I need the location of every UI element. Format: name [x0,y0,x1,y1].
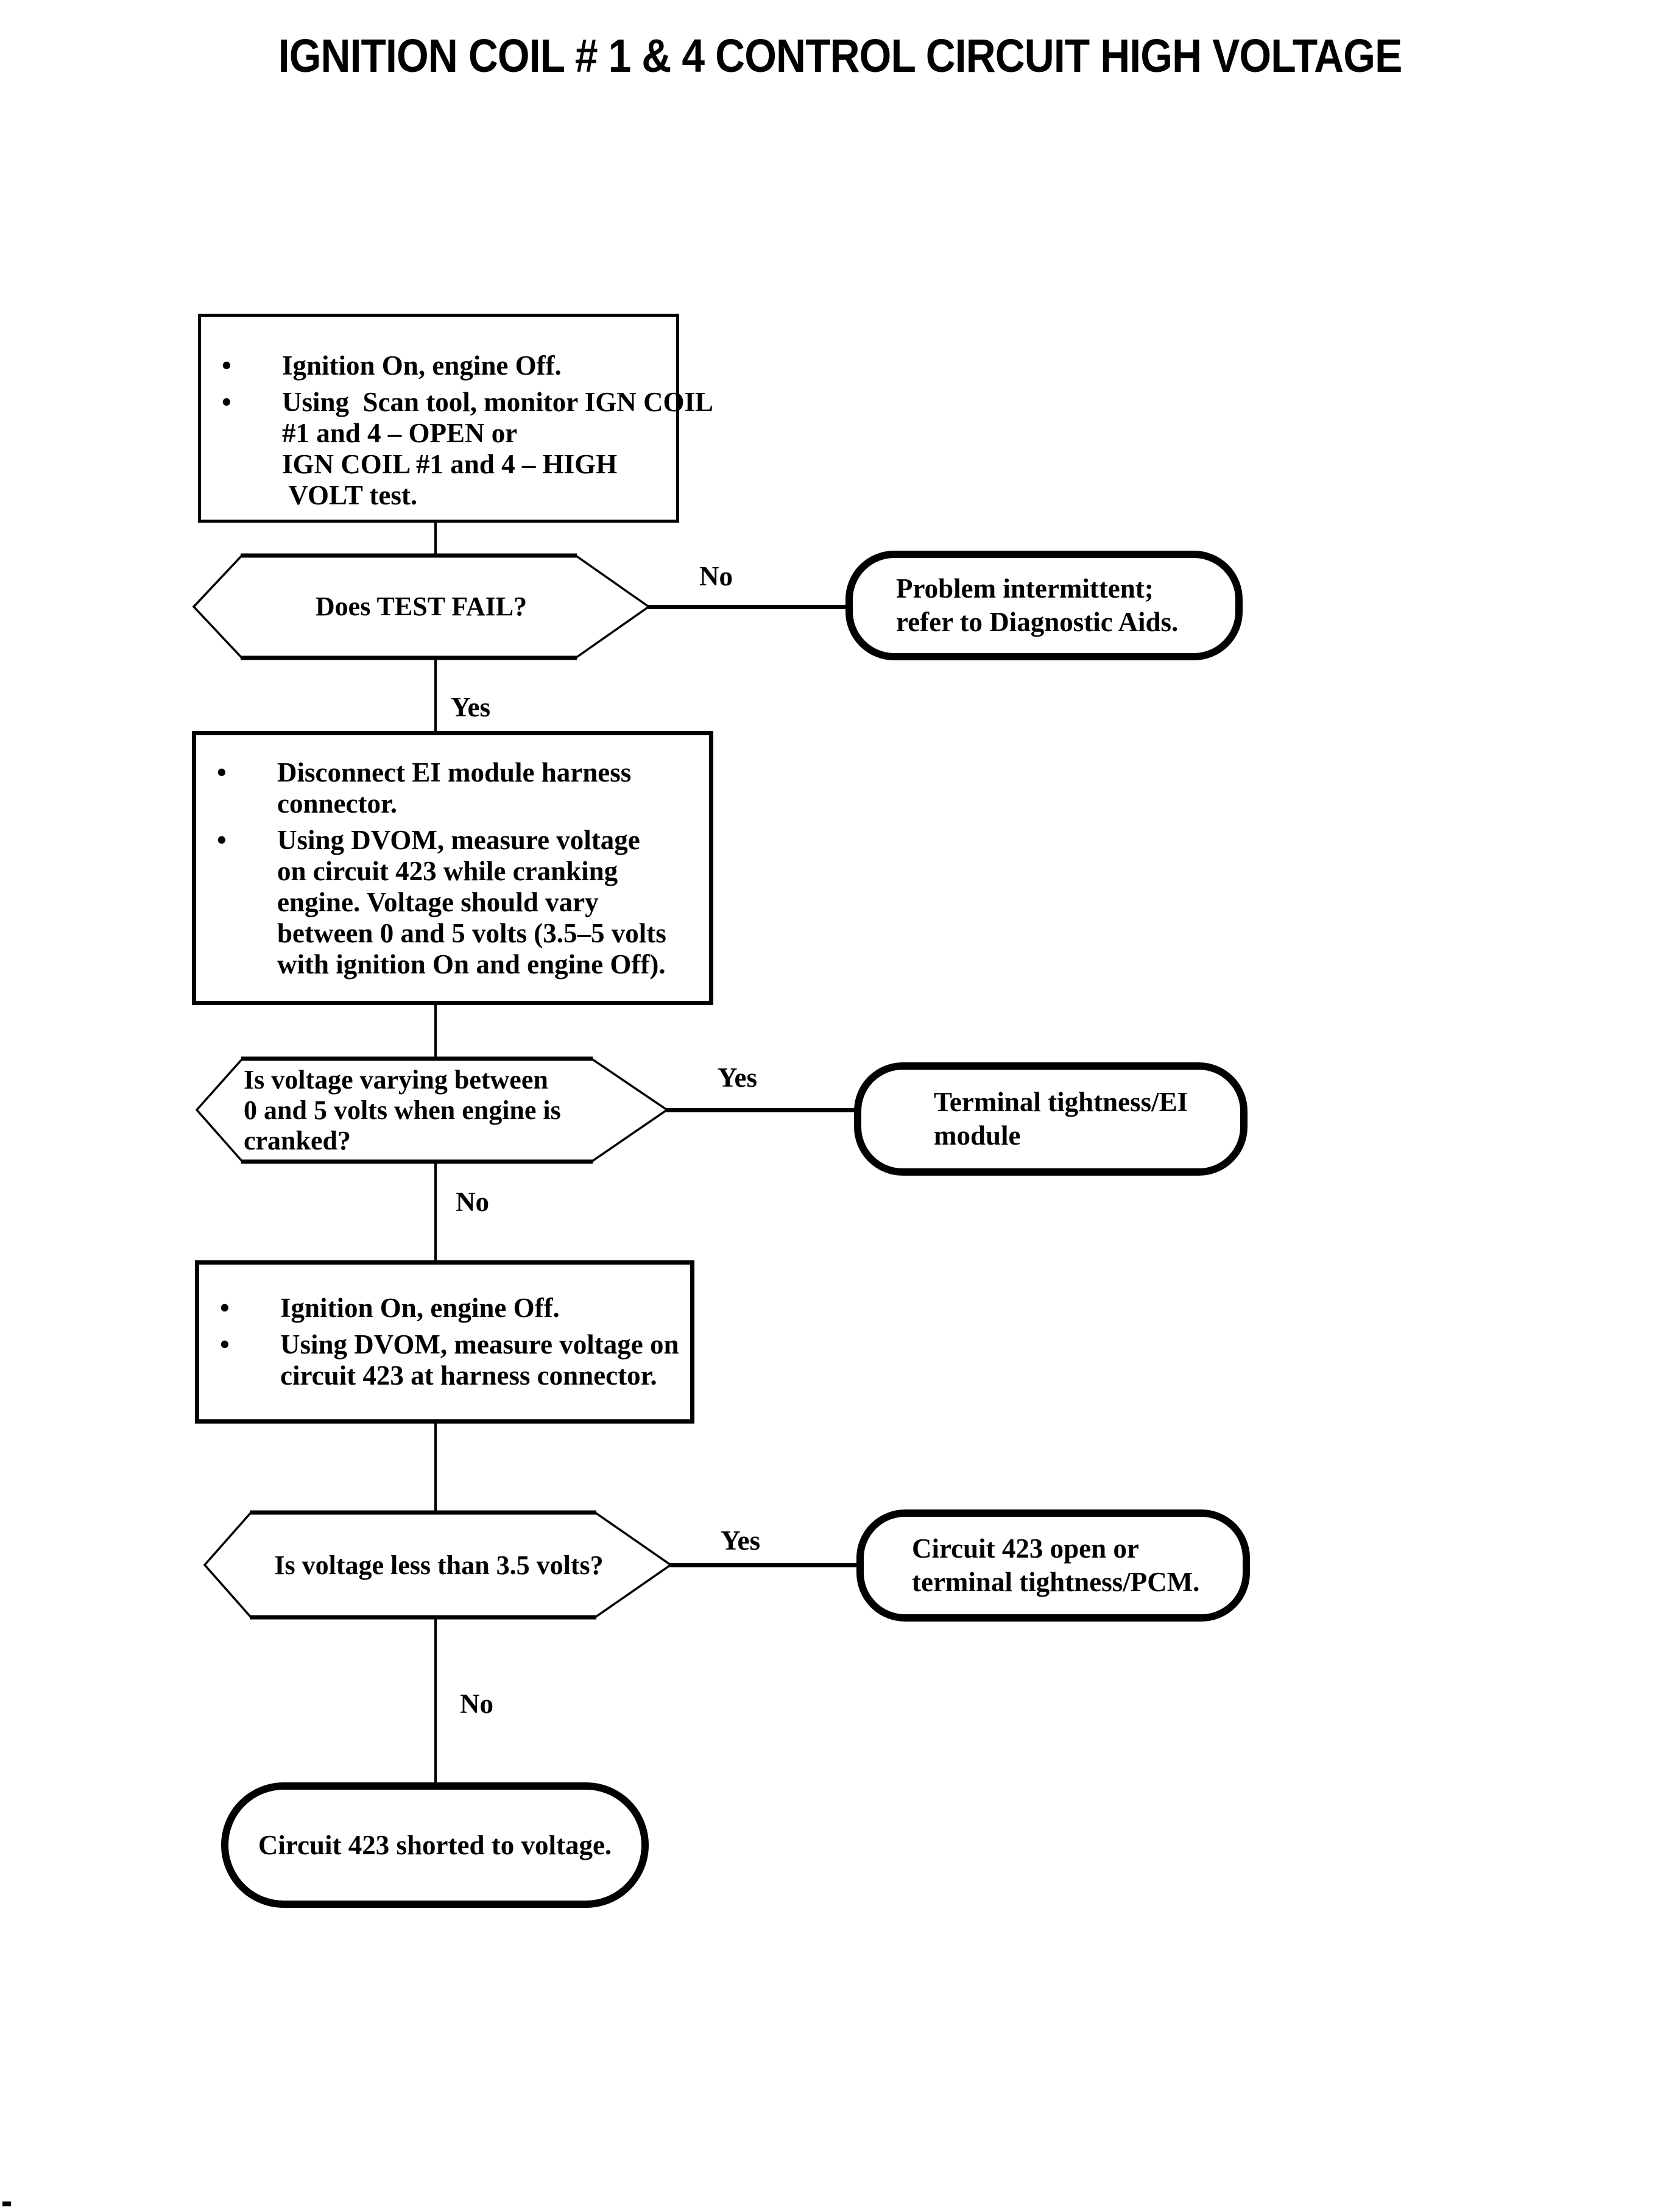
connector-decision3-yes [669,1563,859,1567]
bullet-item: • Ignition On, engine Off. [199,1293,690,1324]
bullet-icon: • [217,757,227,788]
edge-label-yes-2: Yes [718,1062,757,1093]
edge-label-yes-3: Yes [721,1525,760,1556]
hexagon-shape [192,553,651,660]
connector-step2-to-decision2 [434,1003,437,1061]
page-title-text: IGNITION COIL # 1 & 4 CONTROL CIRCUIT HI… [278,30,1402,82]
edge-label-no-3: No [460,1689,493,1719]
connector-decision2-to-step3 [434,1159,437,1264]
process-step1: • Ignition On, engine Off. • Using Scan … [198,314,714,523]
bullet-icon: • [222,350,231,381]
connector-step3-to-decision3 [434,1421,437,1515]
bullet-text: Ignition On, engine Off. [282,350,562,381]
edge-label-no-1: No [699,561,733,591]
page-title: IGNITION COIL # 1 & 4 CONTROL CIRCUIT HI… [0,32,1680,80]
bullet-icon: • [220,1293,230,1323]
connector-decision1-no [647,605,848,609]
bullet-item: • Ignition On, engine Off. [201,350,676,381]
decision-text: Does TEST FAIL? [315,591,528,621]
decision-does-test-fail: Does TEST FAIL? [192,552,651,662]
bullet-icon: • [220,1329,230,1360]
bullet-icon: • [217,825,227,855]
result-problem-intermittent: Problem intermittent;refer to Diagnostic… [845,551,1243,660]
hexagon-shape [195,1056,669,1164]
connector-decision1-to-step2 [434,655,437,733]
decision-text: Is voltage less than 3.5 volts? [274,1550,604,1580]
edge-label-no-2: No [456,1187,489,1217]
bullet-text: Ignition On, engine Off. [280,1293,560,1323]
bullet-text: Using Scan tool, monitor IGN COIL#1 and … [282,387,714,510]
bullet-icon: • [222,387,231,417]
edge-label-yes-1: Yes [451,692,490,722]
connector-decision2-yes [665,1108,856,1112]
bullet-item: • Using Scan tool, monitor IGN COIL#1 an… [201,387,714,511]
page-corner-mark [2,2201,11,2206]
process-step3: • Ignition On, engine Off. • Using DVOM,… [195,1260,694,1424]
connector-decision3-to-terminal [434,1615,437,1785]
connector-step1-to-decision1 [434,519,437,559]
hexagon-shape [203,1510,673,1620]
decision-voltage-less-than: Is voltage less than 3.5 volts? [203,1509,675,1622]
result-circuit-shorted: Circuit 423 shorted to voltage. [221,1782,649,1908]
